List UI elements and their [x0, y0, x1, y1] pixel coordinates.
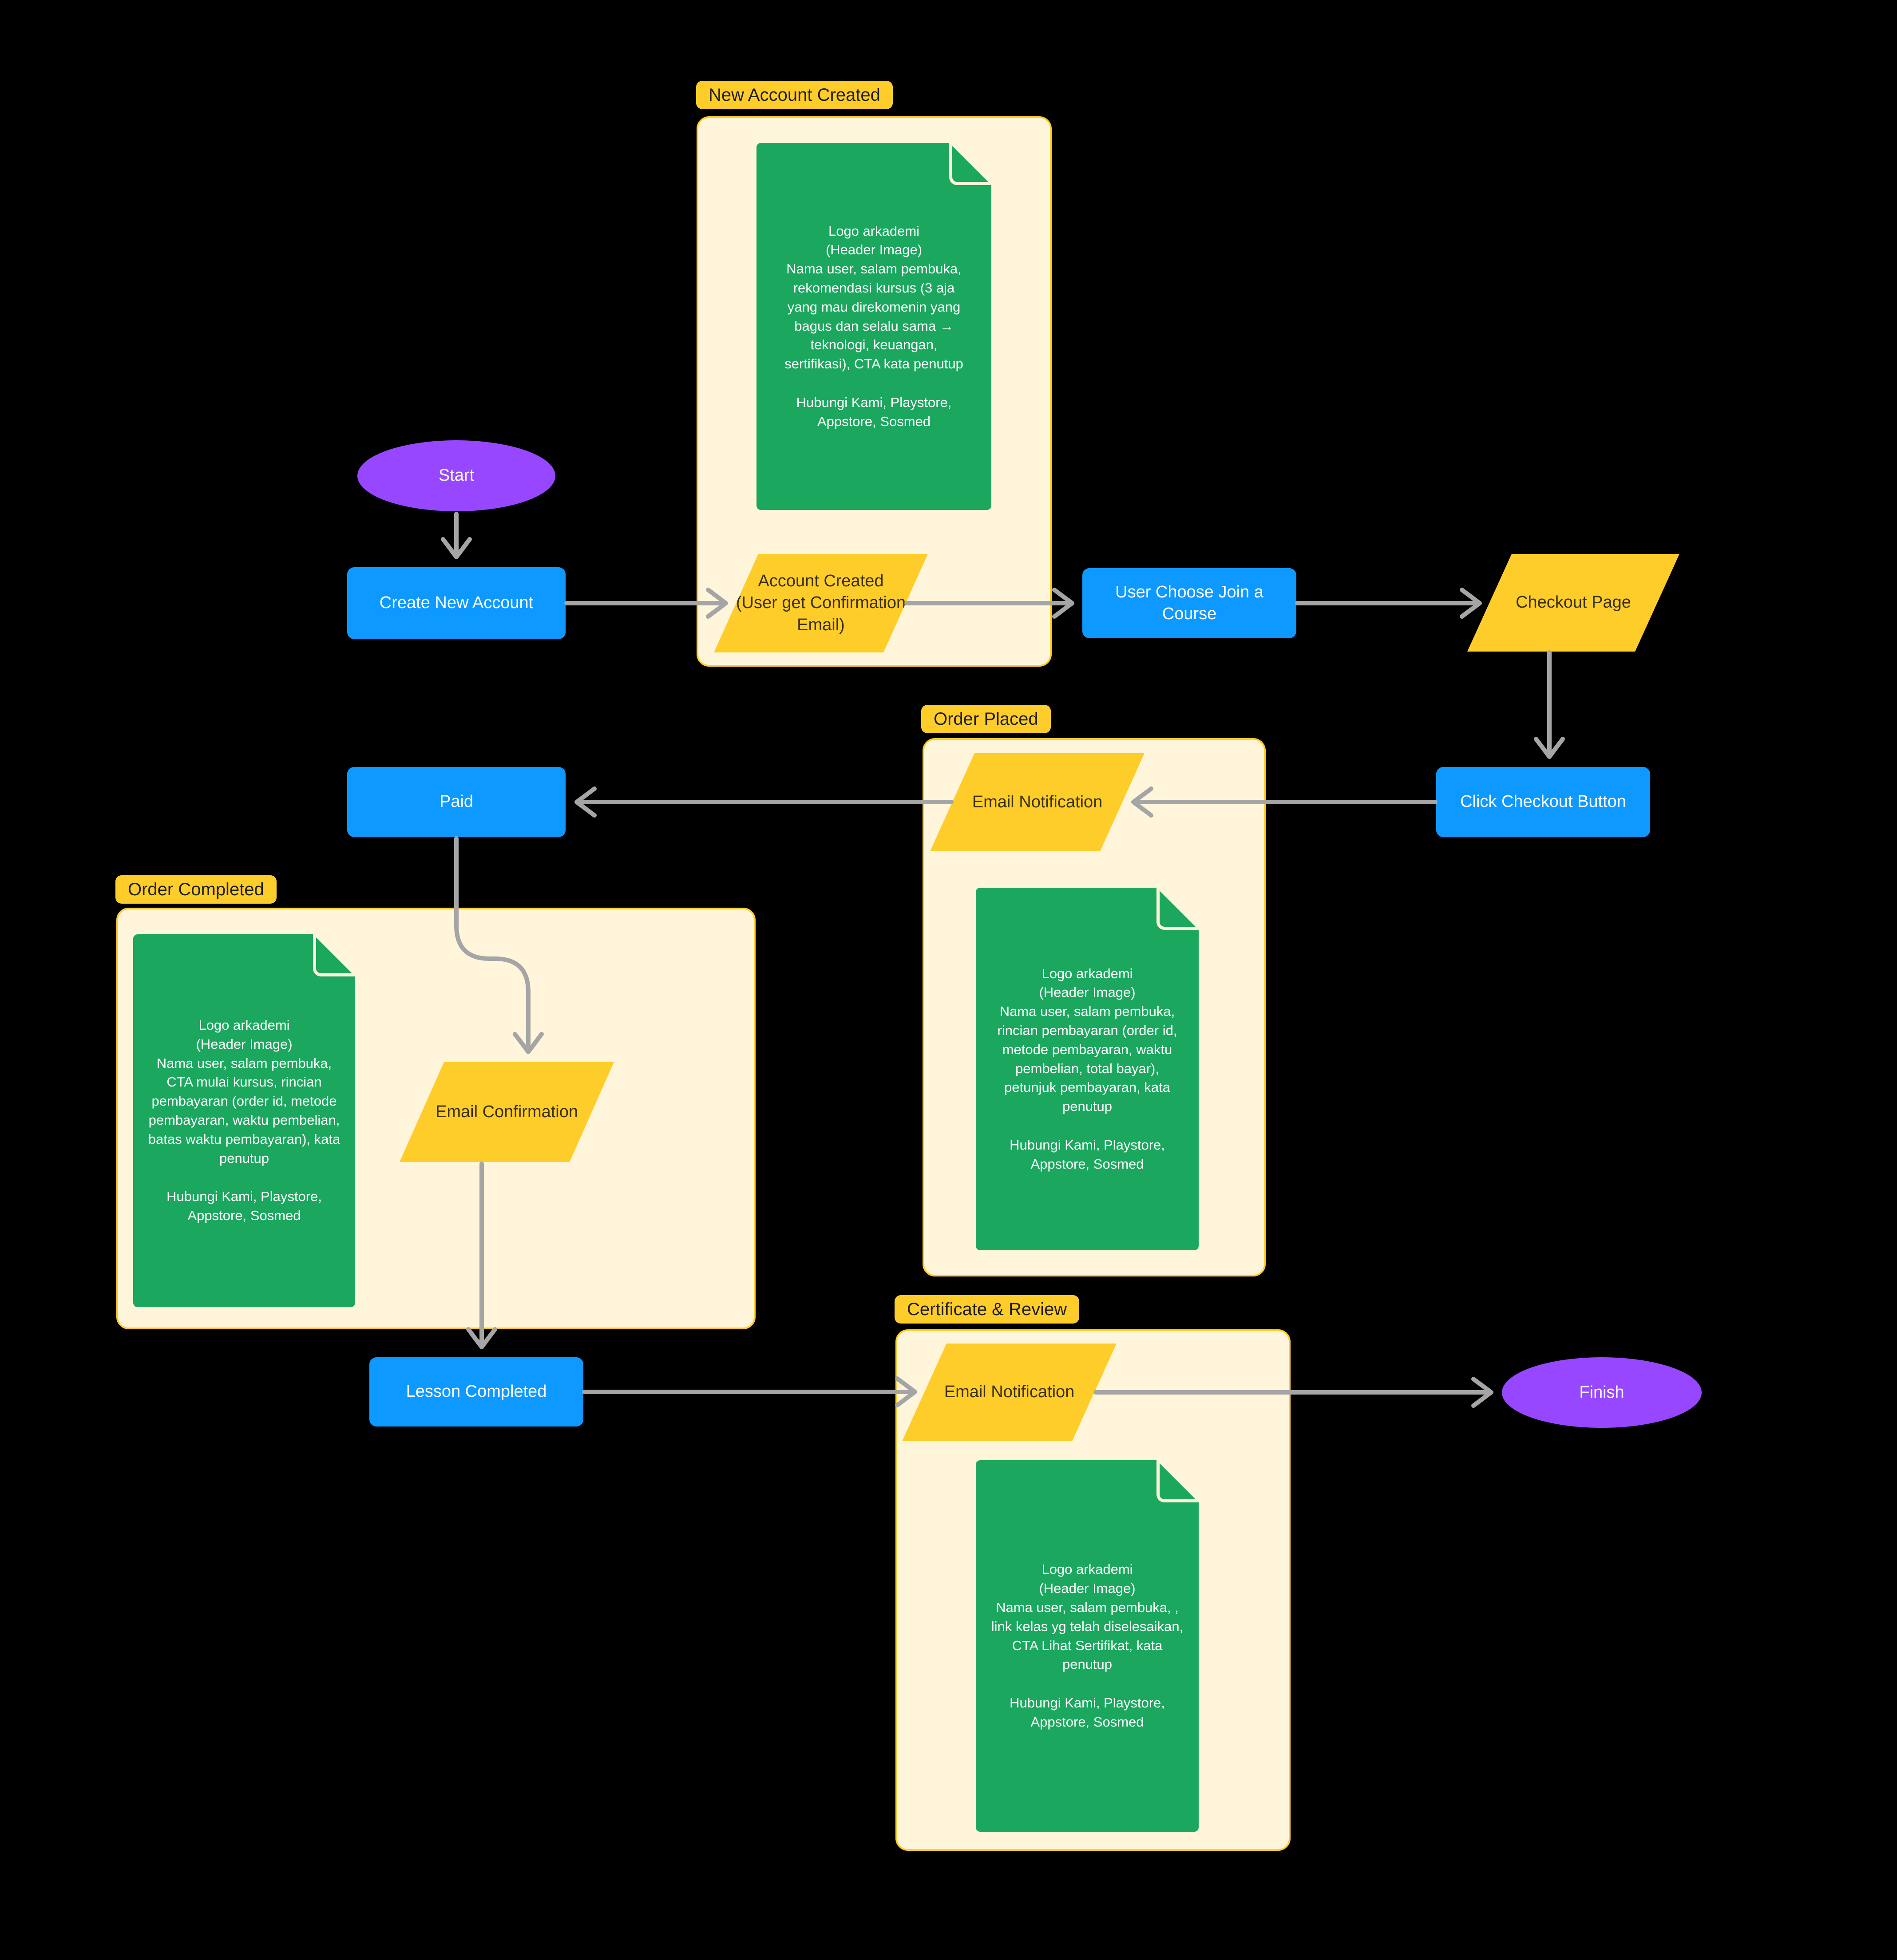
- node-label: Start: [438, 466, 475, 485]
- document-footer: Hubungi Kami, Playstore, Appstore, Sosme…: [1010, 1695, 1165, 1730]
- node-label: Account Created (User get Confirmation E…: [736, 571, 906, 634]
- group-label-new-account-created[interactable]: New Account Created: [696, 81, 893, 109]
- document-footer: Hubungi Kami, Playstore, Appstore, Sosme…: [166, 1189, 322, 1224]
- document-certificate-email[interactable]: Logo arkademi (Header Image) Nama user, …: [976, 1460, 1199, 1832]
- group-label-order-completed[interactable]: Order Completed: [115, 875, 277, 904]
- document-footer: Hubungi Kami, Playstore, Appstore, Sosme…: [1010, 1137, 1165, 1172]
- document-order-placed-email[interactable]: Logo arkademi (Header Image) Nama user, …: [976, 888, 1199, 1250]
- document-body: Logo arkademi (Header Image) Nama user, …: [997, 965, 1177, 1114]
- node-label: Email Notification: [944, 1383, 1075, 1402]
- document-body: Logo arkademi (Header Image) Nama user, …: [991, 1561, 1184, 1672]
- node-label: Click Checkout Button: [1460, 792, 1626, 811]
- node-lesson-completed[interactable]: Lesson Completed: [369, 1357, 583, 1427]
- node-paid[interactable]: Paid: [347, 767, 566, 837]
- document-new-account-email[interactable]: Logo arkademi (Header Image) Nama user, …: [756, 143, 991, 510]
- node-checkout-page[interactable]: Checkout Page: [1467, 554, 1679, 652]
- document-footer: Hubungi Kami, Playstore, Appstore, Sosme…: [796, 394, 952, 429]
- node-label: User Choose Join a Course: [1115, 582, 1263, 623]
- node-label: Create New Account: [379, 593, 534, 612]
- node-click-checkout-button[interactable]: Click Checkout Button: [1436, 767, 1650, 837]
- document-order-completed-email[interactable]: Logo arkademi (Header Image) Nama user, …: [133, 934, 355, 1307]
- group-label-certificate-review[interactable]: Certificate & Review: [895, 1295, 1080, 1324]
- node-label: Email Confirmation: [436, 1102, 578, 1121]
- node-label: Finish: [1579, 1383, 1624, 1402]
- node-start[interactable]: Start: [357, 440, 555, 511]
- node-label: Checkout Page: [1516, 593, 1631, 612]
- document-body: Logo arkademi (Header Image) Nama user, …: [148, 1017, 341, 1166]
- node-label: Email Notification: [972, 792, 1103, 811]
- group-label-order-placed[interactable]: Order Placed: [921, 705, 1051, 733]
- document-body: Logo arkademi (Header Image) Nama user, …: [784, 223, 963, 372]
- node-user-choose-join-course[interactable]: User Choose Join a Course: [1082, 568, 1296, 638]
- node-label: Paid: [439, 792, 474, 811]
- node-finish[interactable]: Finish: [1502, 1357, 1702, 1428]
- node-label: Lesson Completed: [406, 1382, 547, 1401]
- node-create-new-account[interactable]: Create New Account: [347, 567, 566, 639]
